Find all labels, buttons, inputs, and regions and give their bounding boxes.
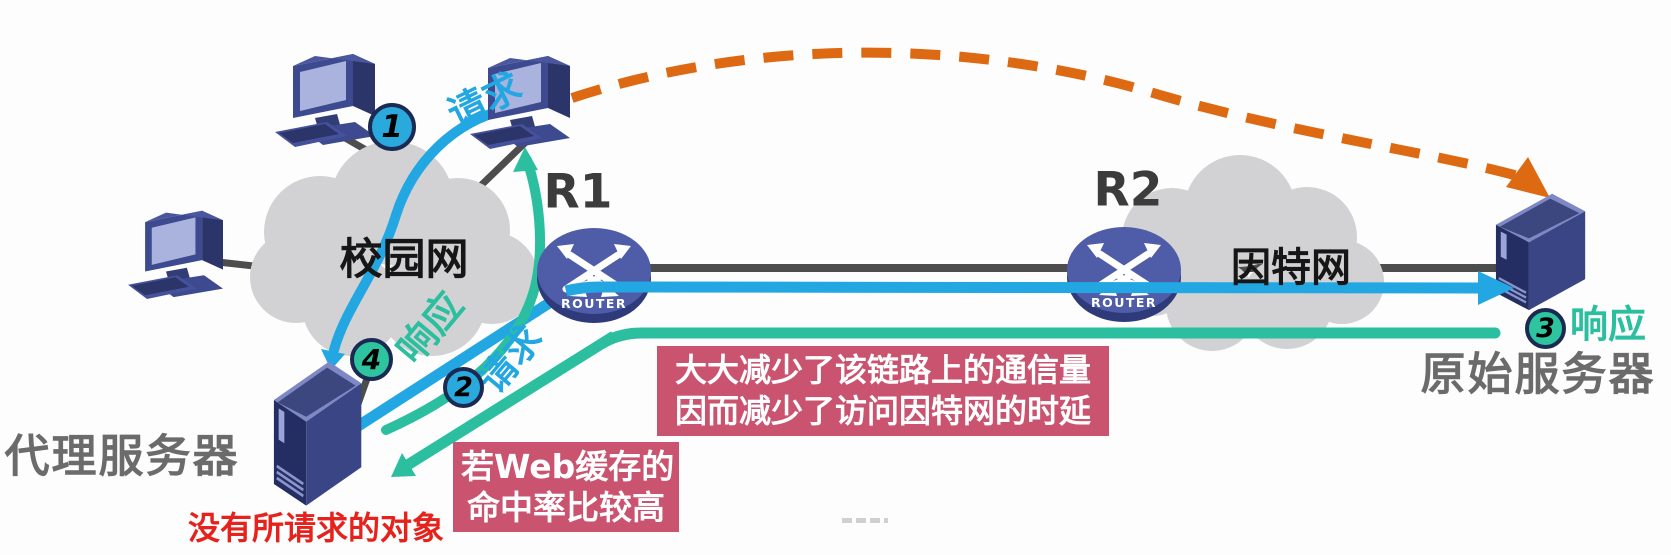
router-r2-label: R2 — [1093, 162, 1163, 218]
direct-request-dashed-arrow — [570, 47, 1550, 198]
response3-diagonal-arrow — [391, 331, 617, 477]
proxy-server-label: 代理服务器 — [4, 429, 240, 483]
pc-left-icon — [128, 210, 223, 300]
benefit-callout: 大大减少了该链路上的通信量 因而减少了访问因特网的时延 — [657, 346, 1109, 436]
response3-horizontal — [597, 327, 1501, 349]
router-r1-label: R1 — [543, 164, 613, 220]
step3-badge: 3 — [1525, 308, 1566, 349]
pc-top-icon — [275, 54, 375, 147]
benefit-callout-line2: 因而减少了访问因特网的时延 — [674, 392, 1091, 430]
request2-diagonal — [349, 282, 577, 435]
request1-arrow — [321, 103, 517, 370]
orange-arrowhead — [1506, 157, 1550, 198]
step4-badge: 4 — [350, 338, 393, 381]
origin-server-label: 原始服务器 — [1420, 347, 1656, 401]
router-r2-caption: ROUTER — [1090, 295, 1158, 310]
request2-horizontal-arrow — [564, 271, 1514, 305]
campus-network-label: 校园网 — [339, 235, 469, 285]
response3-label: 响应 — [1569, 302, 1647, 347]
condition-callout-line2: 命中率比较高 — [467, 488, 665, 527]
step2-badge: 2 — [443, 367, 484, 408]
watermark-smudge — [842, 518, 888, 523]
proxy-note-label: 没有所请求的对象 — [187, 509, 445, 547]
internet-label: 因特网 — [1231, 245, 1351, 291]
benefit-callout-line1: 大大减少了该链路上的通信量 — [674, 351, 1091, 389]
condition-callout: 若Web缓存的 命中率比较高 — [453, 442, 679, 532]
step1-badge: 1 — [368, 103, 416, 151]
router-r1-caption: ROUTER — [560, 296, 628, 311]
proxy-server-icon — [272, 360, 363, 508]
condition-callout-line1: 若Web缓存的 — [461, 447, 675, 486]
